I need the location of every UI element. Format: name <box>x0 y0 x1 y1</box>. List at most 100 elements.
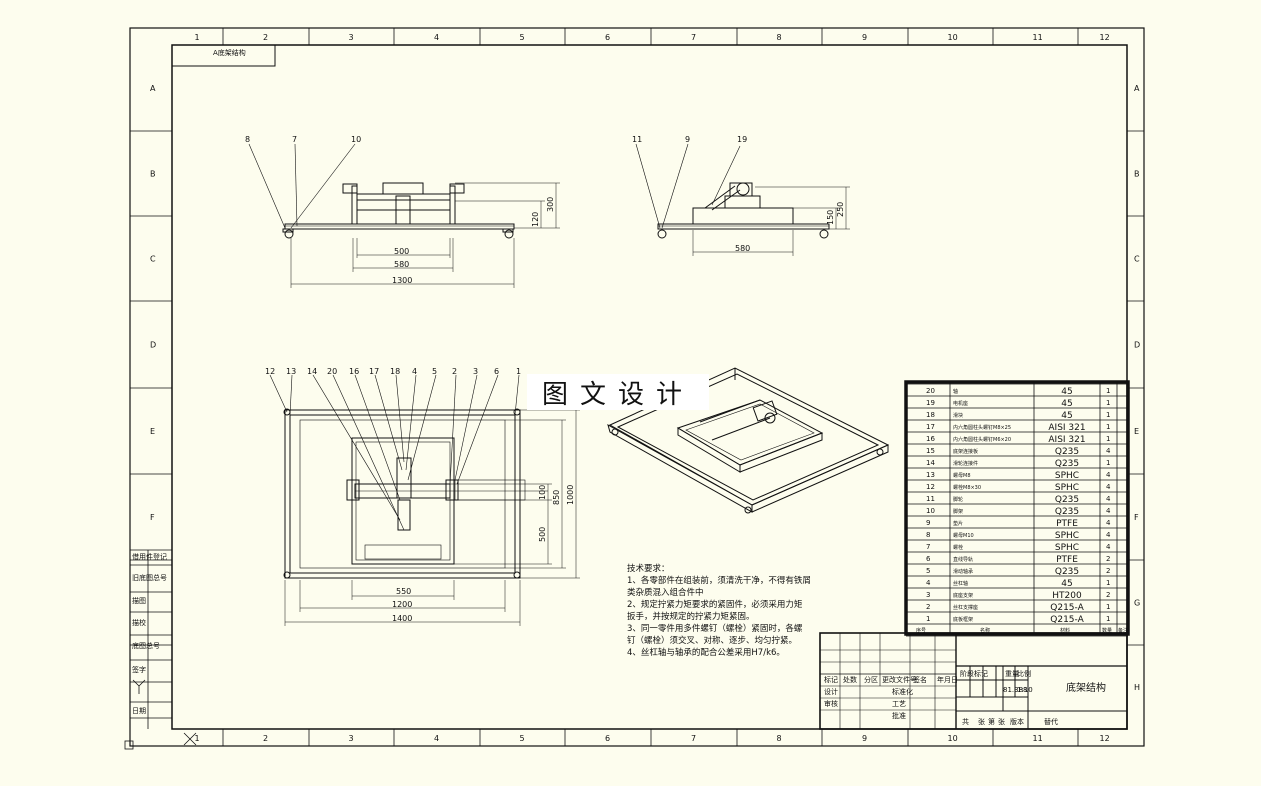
balloon-9: 9 <box>685 135 690 144</box>
bom-header-note: 备注 <box>1118 627 1128 634</box>
tb-label-check: 审核 <box>824 699 838 708</box>
tb-label-version: 版本 <box>1010 717 1024 726</box>
tb-weight: 81.388 <box>1003 686 1028 694</box>
tb-label-replace: 替代 <box>1044 717 1058 726</box>
left-strip-label: 签字 <box>132 665 146 674</box>
zone-col-label-top: 5 <box>520 33 525 42</box>
header-stamp-box <box>171 44 276 67</box>
bom-material: SPHC <box>1055 543 1079 553</box>
dim-850: 850 <box>552 490 561 505</box>
tb-label-std: 标准化 <box>892 687 913 696</box>
tb-label-process: 工艺 <box>892 700 906 708</box>
bom-no: 20 <box>926 387 935 395</box>
bom-name: 电机座 <box>953 400 968 407</box>
bom-no: 4 <box>926 579 931 587</box>
tb-scale: 1:10 <box>1017 686 1033 694</box>
balloon-8: 8 <box>245 135 250 144</box>
dim-580-end: 580 <box>735 244 750 253</box>
balloon-20: 20 <box>327 367 337 376</box>
bom-qty: 1 <box>1106 603 1110 611</box>
tb-label-date: 年月日 <box>937 675 958 684</box>
tb-label-stage: 阶段标记 <box>960 669 988 678</box>
bom-header-no: 序号 <box>916 627 926 634</box>
zone-col-label-bottom: 9 <box>862 734 867 743</box>
bom-qty: 4 <box>1106 495 1111 503</box>
bom-name: 脚轮 <box>953 496 963 503</box>
zone-col-label-top: 12 <box>1100 33 1110 42</box>
bom-no: 13 <box>926 471 935 479</box>
dim-1200: 1200 <box>392 600 412 609</box>
bom-material: AISI 321 <box>1048 423 1085 433</box>
bom-name: 螺栓M8×30 <box>953 484 981 491</box>
zone-col-label-bottom: 8 <box>777 734 782 743</box>
bom-no: 7 <box>926 543 930 551</box>
zone-col-label-bottom: 2 <box>263 734 268 743</box>
zone-row-label-right: D <box>1134 341 1140 350</box>
balloon-10: 10 <box>351 135 361 144</box>
left-strip-label: 底图总号 <box>132 641 160 650</box>
tb-label-zone: 分区 <box>864 675 878 684</box>
end-view-labels: 11 9 19 580 250 150 <box>632 135 845 253</box>
zone-col-label-bottom: 1 <box>195 734 200 743</box>
bom-no: 1 <box>926 615 930 623</box>
bom-name: 滑轮连接件 <box>953 460 978 467</box>
zone-col-label-top: 10 <box>948 33 958 42</box>
note-line: 3、同一零件用多件螺钉（螺栓）紧固时，各螺 <box>627 624 803 634</box>
outer-frame <box>129 27 1145 747</box>
bom-name: 内六角圆柱头螺钉M6×20 <box>953 436 1011 443</box>
zone-col-label-bottom: 5 <box>520 734 525 743</box>
bom-name: 螺母M10 <box>953 532 974 539</box>
tb-label-design: 设计 <box>824 687 838 696</box>
bom-no: 16 <box>926 435 935 443</box>
bom-no: 15 <box>926 447 935 455</box>
zone-col-label-top: 3 <box>349 33 354 42</box>
zone-col-label-bottom: 10 <box>948 734 958 743</box>
bom-no: 17 <box>926 423 935 431</box>
zone-col-label-top: 1 <box>195 33 200 42</box>
title-block-text: 标记 处数 分区 更改文件号 签名 年月日 设计 标准化 审核 工艺 批准 阶段… <box>824 669 1106 726</box>
zone-row-label-right: B <box>1134 170 1140 179</box>
note-line: 扳手，并按规定的拧紧力矩紧固。 <box>627 612 755 622</box>
tb-label-weight: 重量 <box>1005 670 1019 678</box>
technical-notes: 技术要求： 1、各零部件在组装前，须清洗干净，不得有铁屑 类杂质混入组合件中 2… <box>627 563 817 659</box>
bom-header-name: 名称 <box>980 627 990 634</box>
zone-row-label-left: D <box>150 341 156 350</box>
bom-name: 脚架 <box>953 508 963 515</box>
bom-qty: 4 <box>1106 483 1111 491</box>
zone-row-label-left: E <box>150 427 155 436</box>
zone-col-label-bottom: 3 <box>349 734 354 743</box>
bom-material: Q235 <box>1055 459 1079 469</box>
note-line: 类杂质混入组合件中 <box>627 588 704 598</box>
bom-name: 底板框架 <box>953 616 973 623</box>
bom-material: Q215-A <box>1050 615 1084 625</box>
bom-name: 底架连接板 <box>953 448 978 455</box>
bom-qty: 4 <box>1106 471 1111 479</box>
zone-row-label-left: C <box>150 255 156 264</box>
bom-no: 2 <box>926 603 930 611</box>
side-view-labels: 8 7 10 500 580 1300 300 120 <box>245 135 555 285</box>
bom-name: 丝杠支撑座 <box>953 604 978 611</box>
bom-name: 垫片 <box>953 520 963 527</box>
bom-material: PTFE <box>1056 555 1078 565</box>
zone-row-label-left: F <box>150 513 155 522</box>
zone-col-label-top: 4 <box>434 33 439 42</box>
bom-material: SPHC <box>1055 471 1079 481</box>
zone-col-label-top: 7 <box>691 33 696 42</box>
left-strip-label: 描校 <box>132 618 146 627</box>
zone-col-label-top: 8 <box>777 33 782 42</box>
left-strip-label: 日期 <box>132 707 146 715</box>
note-line: 2、规定拧紧力矩要求的紧固件，必须采用力矩 <box>627 600 803 610</box>
zone-row-label-right: H <box>1134 683 1140 692</box>
balloon-7: 7 <box>292 135 297 144</box>
dim-120: 120 <box>531 212 540 227</box>
end-view <box>635 143 850 256</box>
balloon-16: 16 <box>349 367 359 376</box>
tb-label-count: 处数 <box>843 675 857 684</box>
tb-label-no: 第 <box>988 717 995 726</box>
bom-name: 底座支架 <box>953 592 973 599</box>
zone-col-label-top: 9 <box>862 33 867 42</box>
zone-row-label-right: F <box>1134 513 1139 522</box>
header-stamp: A底架结构 <box>213 48 246 57</box>
title-block <box>819 632 1128 730</box>
